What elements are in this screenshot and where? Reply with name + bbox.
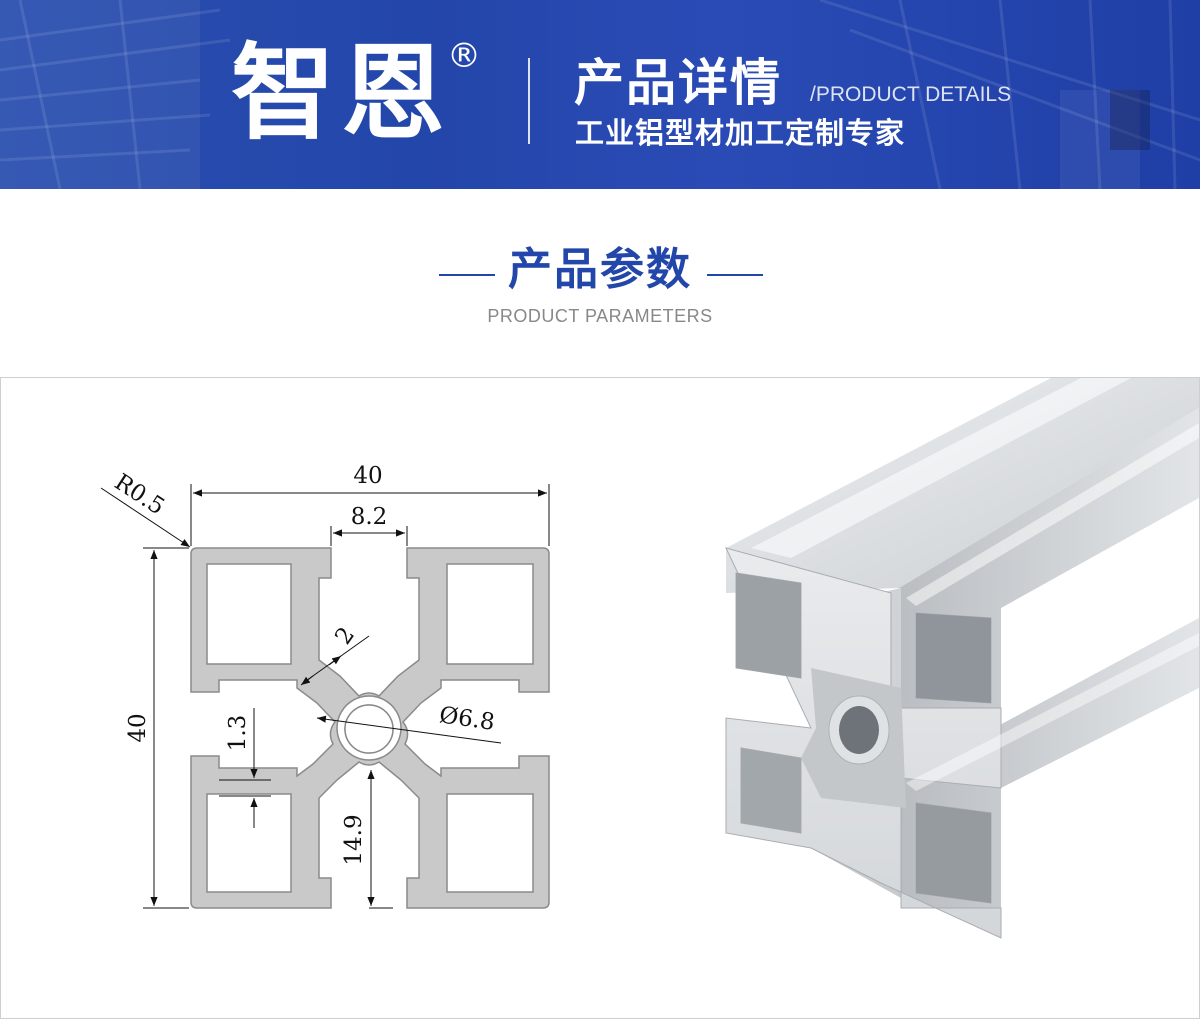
lip-label: 1.3 (225, 715, 251, 752)
banner-divider (528, 58, 530, 144)
product-details-subtitle-en: /PRODUCT DETAILS (810, 83, 1012, 106)
slot-label: 8.2 (351, 504, 388, 530)
width-label: 40 (353, 463, 382, 489)
section-title: 产品参数 (508, 244, 692, 295)
header-banner: 智恩 ® 产品详情 /PRODUCT DETAILS 工业铝型材加工定制专家 (0, 0, 1200, 189)
banner-slogan: 工业铝型材加工定制专家 (575, 116, 906, 150)
dimension-slot: 8.2 (330, 504, 408, 546)
dimension-height: 40 (125, 547, 189, 909)
dimension-depth: 14.9 (341, 770, 393, 909)
section-title-line-right (707, 274, 763, 276)
banner-background-pattern (0, 0, 1200, 189)
profile-3d-illustration (725, 378, 1199, 939)
registered-mark: ® (447, 36, 481, 76)
dimension-width: 40 (190, 463, 550, 546)
section-title-line-left (439, 274, 495, 276)
profile-cross-section-drawing: 40 8.2 R0.5 40 2 Ø (100, 463, 550, 909)
profile-outline (190, 547, 550, 909)
product-parameters-panel: 40 8.2 R0.5 40 2 Ø (0, 377, 1200, 1019)
dimension-lip: 1.3 (219, 708, 271, 828)
height-label: 40 (125, 713, 151, 742)
depth-label: 14.9 (341, 814, 367, 865)
brand-logo-text: 智恩 (231, 32, 452, 154)
section-subtitle: PRODUCT PARAMETERS (487, 306, 713, 326)
product-details-title: 产品详情 (574, 54, 782, 112)
